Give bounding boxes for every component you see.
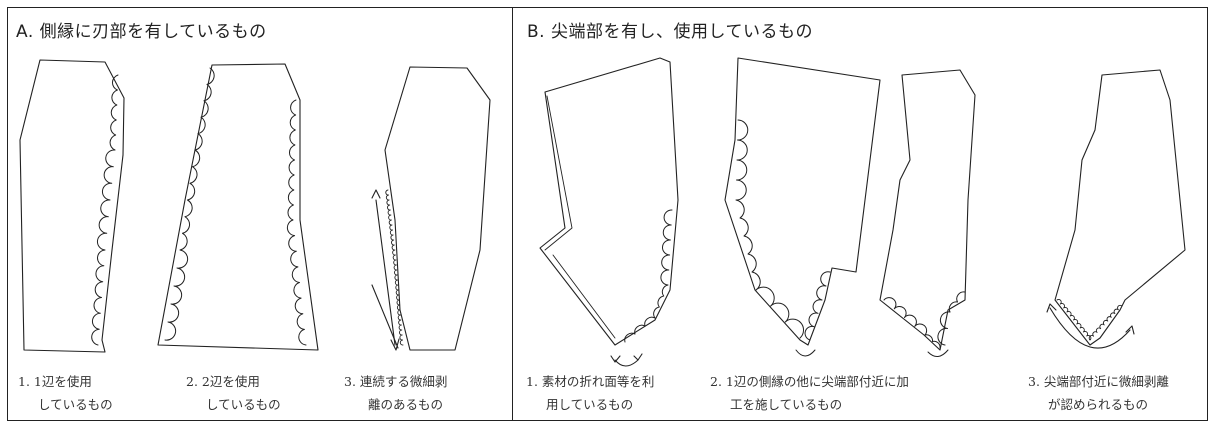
caption-a3-line1: 3. 連続する微細剥 [344, 374, 448, 389]
caption-a2: 2. 2辺を使用 しているもの [186, 370, 281, 416]
caption-a3: 3. 連続する微細剥 離のあるもの [344, 370, 447, 416]
panel-b-pointed-tools: B. 尖端部を有し、使用しているもの [512, 7, 1208, 421]
caption-b2-line1: 2. 1辺の側縁の他に尖端部付近に加 [710, 374, 909, 389]
caption-a2-line2: しているもの [206, 397, 281, 412]
caption-a2-line1: 2. 2辺を使用 [186, 374, 260, 389]
caption-b3: 3. 尖端部付近に微細剥離 が認められるもの [1028, 370, 1169, 416]
figure-b2-retouched-tip-tool [725, 58, 880, 356]
figure-a2-two-edge-tool [158, 64, 318, 350]
figure-b3a-micro-flaking-tip-tool [880, 70, 975, 357]
caption-a1: 1. 1辺を使用 しているもの [18, 370, 113, 416]
caption-a3-line2: 離のあるもの [368, 397, 444, 412]
caption-b1-line2: 用しているもの [546, 397, 634, 412]
caption-b3-line1: 3. 尖端部付近に微細剥離 [1028, 374, 1169, 389]
caption-a1-line1: 1. 1辺を使用 [18, 374, 92, 389]
figure-b3b-micro-flaking-tip-tool [1047, 70, 1185, 348]
panel-a-title: A. 側縁に刃部を有しているもの [16, 22, 267, 42]
caption-a1-line2: しているもの [38, 397, 113, 412]
figure-b1-broken-surface-tool [540, 58, 678, 366]
caption-b1-line1: 1. 素材の折れ面等を利 [526, 374, 655, 389]
caption-b2-line2: 工を施しているもの [730, 397, 843, 412]
caption-b3-line2: が認められるもの [1048, 397, 1149, 412]
figure-a3-micro-flaking-tool [372, 67, 490, 350]
panel-b-title: B. 尖端部を有し、使用しているもの [527, 22, 813, 42]
caption-b1: 1. 素材の折れ面等を利 用しているもの [526, 370, 654, 416]
caption-b2: 2. 1辺の側縁の他に尖端部付近に加 工を施しているもの [710, 370, 909, 416]
figure-a1-one-edge-tool [20, 60, 124, 352]
